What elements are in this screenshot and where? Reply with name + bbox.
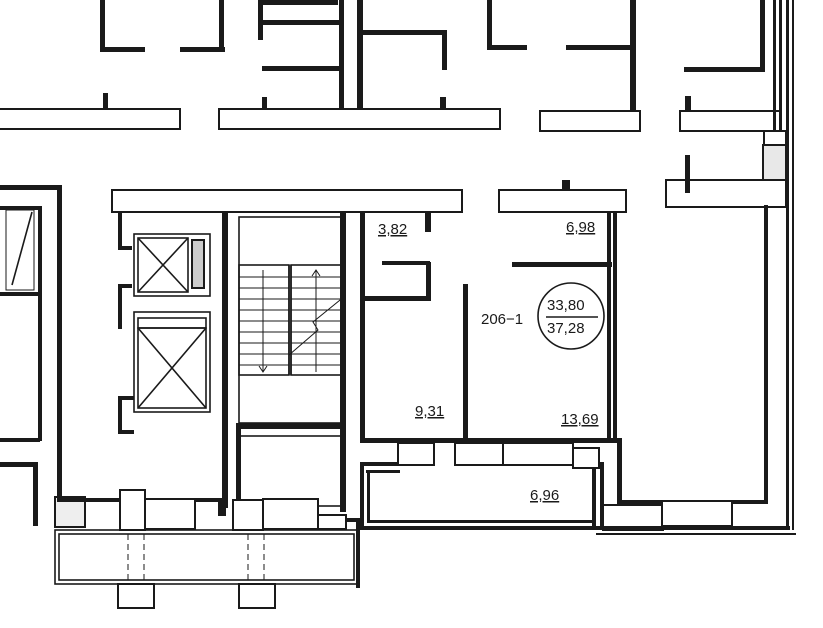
area-label-room-a: 3,82 xyxy=(378,221,407,238)
upper-walls xyxy=(0,0,794,530)
area-label-room-c: 9,31 xyxy=(415,403,444,420)
entrance-porch xyxy=(54,498,360,609)
core-walls xyxy=(111,189,463,516)
apartment-walls xyxy=(360,180,796,535)
apartment-id: 206−1 xyxy=(481,311,523,328)
area-badge xyxy=(537,282,605,350)
area-label-balcony: 6,96 xyxy=(530,487,559,504)
area-label-room-d: 13,69 xyxy=(561,411,599,428)
elevator-2 xyxy=(133,311,211,413)
area-label-room-b: 6,98 xyxy=(566,219,595,236)
living-area: 33,80 xyxy=(547,297,585,314)
total-area: 37,28 xyxy=(547,320,585,337)
staircase xyxy=(236,212,346,519)
elevator-1 xyxy=(133,233,211,297)
left-walls xyxy=(0,185,225,531)
